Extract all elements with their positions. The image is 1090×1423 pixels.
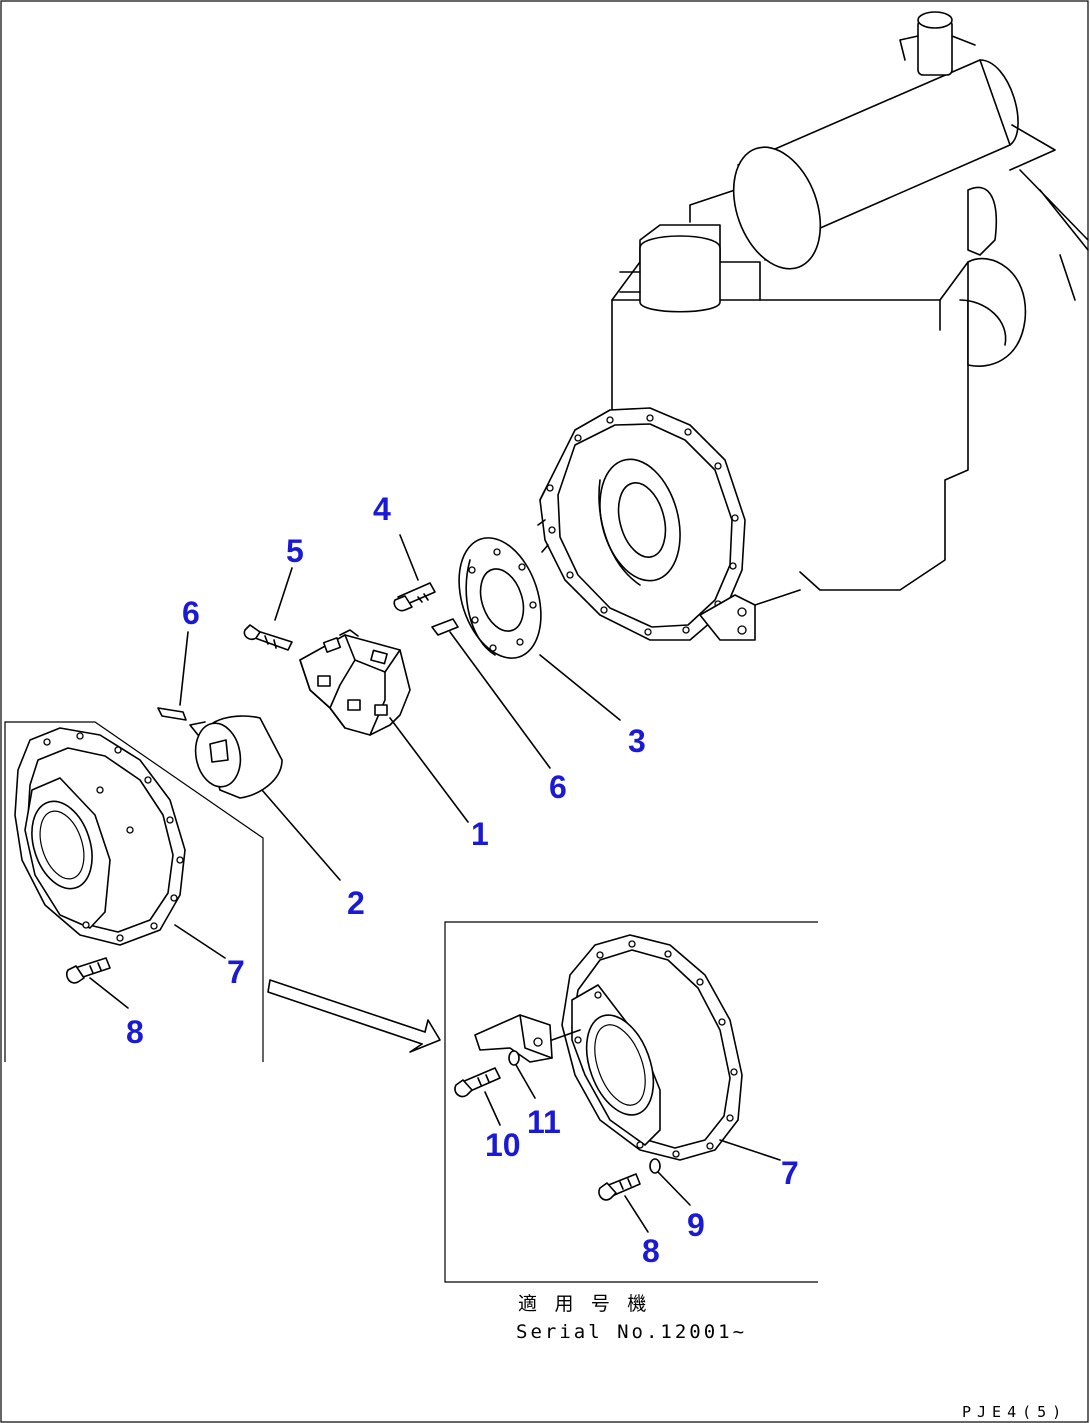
callout-1: 1 (471, 816, 489, 852)
part-6-pin-left (157, 707, 187, 721)
callout-numbers: 4 5 6 3 6 1 2 7 8 7 10 11 9 8 (126, 491, 799, 1269)
callout-6-left: 6 (182, 595, 200, 631)
right-inset (444, 921, 818, 1283)
part-5-bolt (243, 624, 293, 651)
callout-5: 5 (286, 533, 304, 569)
housing-bolt-holes (546, 414, 739, 636)
callout-11: 11 (527, 1104, 561, 1140)
callout-9: 9 (687, 1207, 705, 1243)
part-1-coupling (299, 629, 411, 736)
callout-7-left: 7 (227, 954, 245, 990)
callout-6-right: 6 (549, 769, 567, 805)
callout-4: 4 (373, 491, 391, 527)
callout-3: 3 (628, 723, 646, 759)
serial-note-english: Serial No.12001~ (516, 1321, 747, 1343)
left-inset (4, 721, 264, 1062)
drawing-code: PJE4(5) (962, 1403, 1067, 1421)
part-2-hub (189, 715, 283, 799)
callout-10: 10 (485, 1127, 521, 1163)
engine-block (537, 11, 1089, 641)
part-3-flange-plate (458, 537, 542, 659)
callout-8-right: 8 (642, 1233, 660, 1269)
callout-2: 2 (347, 885, 365, 921)
leader-lines (89, 534, 781, 1233)
reference-arrow (267, 979, 441, 1053)
serial-note-japanese: 適 用 号 機 (518, 1293, 649, 1315)
callout-8-left: 8 (126, 1014, 144, 1050)
callout-7-right: 7 (781, 1155, 799, 1191)
part-4-bolt (393, 582, 436, 612)
part-6-pin-right (431, 618, 459, 636)
